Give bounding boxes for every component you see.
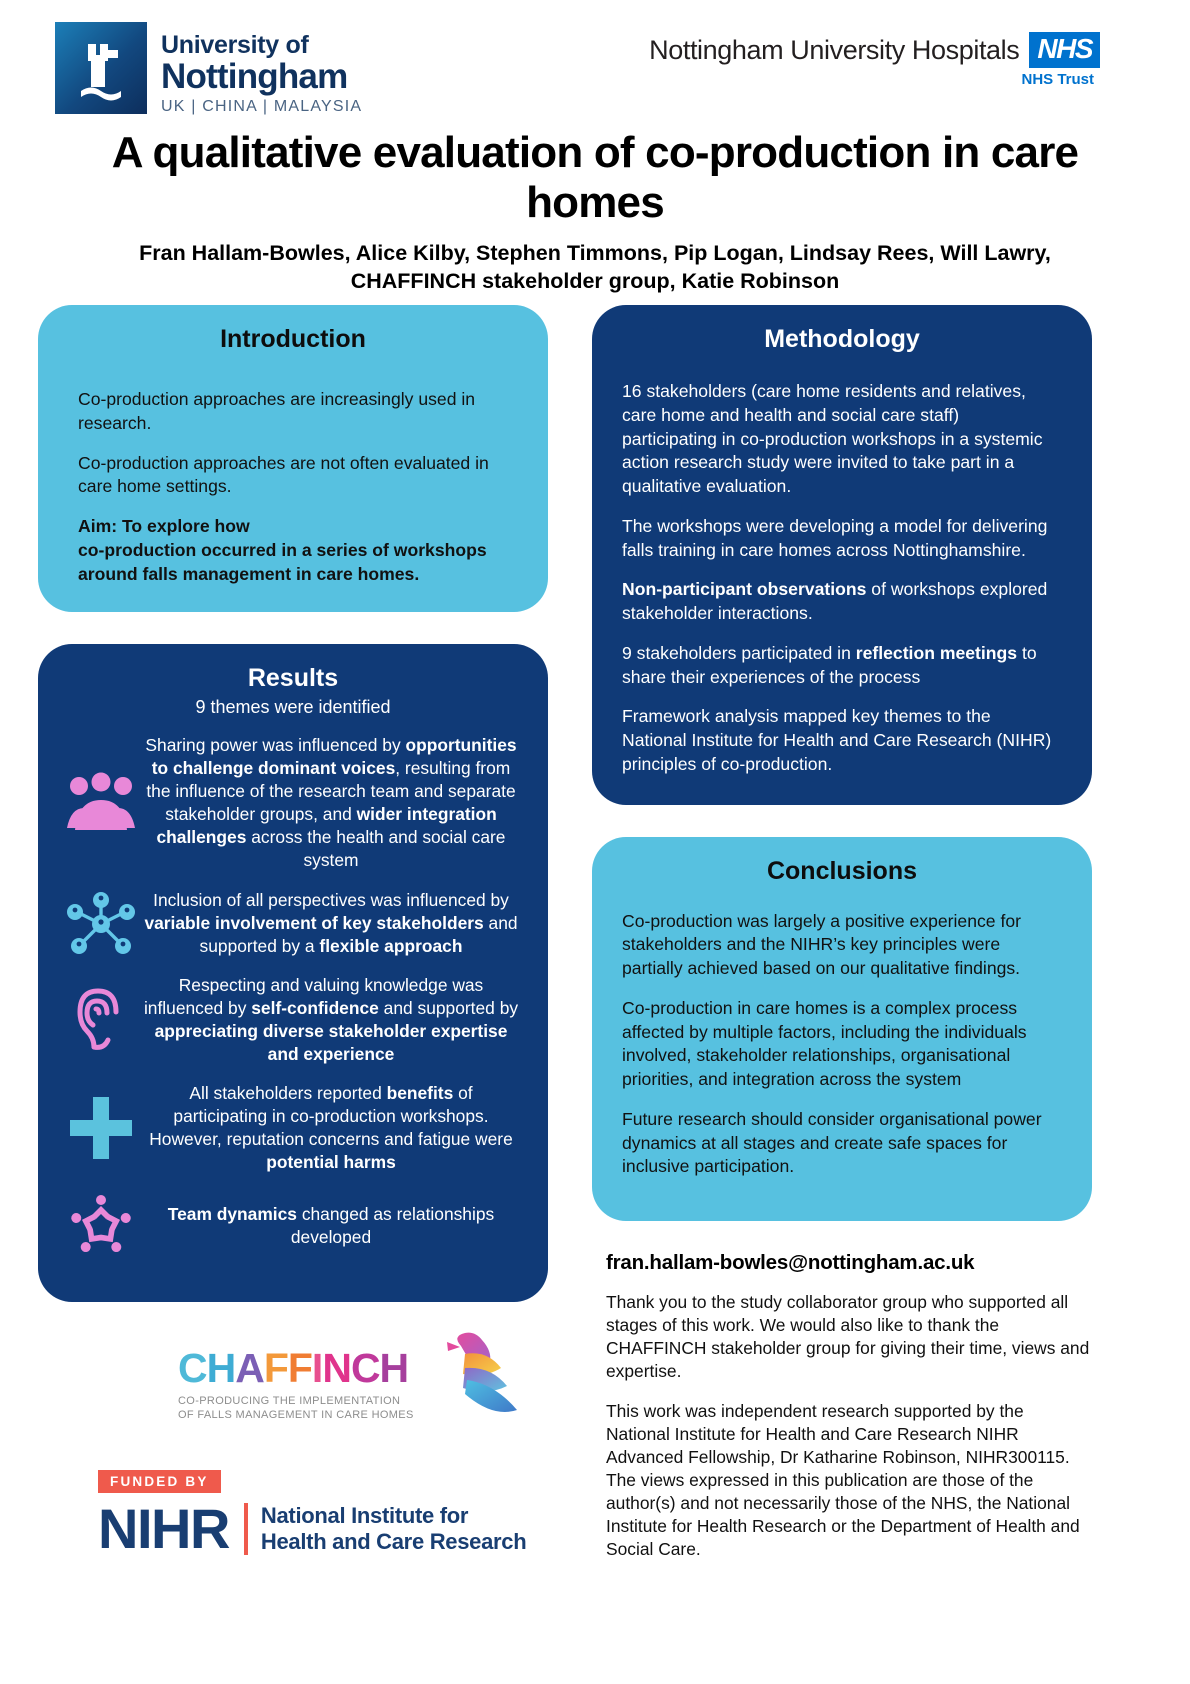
result-theme-text: Inclusion of all perspectives was influe… bbox=[144, 889, 518, 956]
results-heading: Results bbox=[247, 664, 339, 693]
nhs-mark-icon: NHS bbox=[1029, 32, 1100, 68]
introduction-aim-label: Aim: To explore how bbox=[78, 516, 250, 536]
chaffinch-letter: F bbox=[287, 1345, 313, 1391]
result-theme: Sharing power was influenced by opportun… bbox=[60, 734, 526, 872]
university-line-2: Nottingham bbox=[161, 56, 348, 96]
group-of-people-icon bbox=[60, 772, 142, 834]
nhs-trust-sublabel: NHS Trust bbox=[1021, 71, 1094, 88]
nihr-logo-row: NIHR National Institute for Health and C… bbox=[98, 1497, 527, 1560]
poster-authors: Fran Hallam-Bowles, Alice Kilby, Stephen… bbox=[139, 241, 1051, 293]
chaffinch-logo: CHAFFINCH CO-PRODUCING THE IMPLEMENTATIO… bbox=[178, 1332, 517, 1422]
nhs-trust-name: Nottingham University Hospitals bbox=[649, 34, 1020, 65]
ear-listening-icon bbox=[60, 984, 142, 1056]
poster-header: University of Nottingham UK | CHINA | MA… bbox=[0, 0, 1190, 122]
methodology-paragraph-3: Non-participant observations of workshop… bbox=[622, 578, 1058, 626]
methodology-paragraph-2: The workshops were developing a model fo… bbox=[622, 515, 1048, 560]
nottingham-castle-crest-icon bbox=[55, 22, 147, 114]
methodology-paragraph-4: 9 stakeholders participated in reflectio… bbox=[622, 642, 1058, 690]
introduction-aim: Aim: To explore how co-production occurre… bbox=[78, 515, 508, 586]
right-column: Methodology 16 stakeholders (care home r… bbox=[592, 305, 1092, 1562]
methodology-paragraph-5: Framework analysis mapped key themes to … bbox=[622, 706, 1052, 774]
nihr-wordmark: NIHR bbox=[98, 1497, 230, 1560]
introduction-paragraph-2: Co-production approaches are not often e… bbox=[78, 452, 489, 497]
conclusions-paragraph-1: Co-production was largely a positive exp… bbox=[622, 910, 1021, 979]
result-theme-text: Sharing power was influenced by opportun… bbox=[145, 735, 517, 871]
nihr-name-line-1: National Institute for bbox=[260, 1502, 469, 1528]
chaffinch-letter: A bbox=[235, 1345, 265, 1391]
result-theme: All stakeholders reported benefits of pa… bbox=[60, 1082, 526, 1174]
methodology-heading: Methodology bbox=[764, 325, 920, 353]
contact-email[interactable]: fran.hallam-bowles@nottingham.ac.uk bbox=[606, 1251, 975, 1274]
funded-by-badge: FUNDED BY bbox=[98, 1470, 221, 1493]
results-subheading: 9 themes were identified bbox=[195, 697, 391, 718]
result-theme: Respecting and valuing knowledge was inf… bbox=[60, 974, 526, 1066]
thanks-paragraph: Thank you to the study collaborator grou… bbox=[606, 1292, 1090, 1382]
methodology-p3-rest: of workshops explored stakeholder intera… bbox=[622, 579, 1048, 623]
university-of-nottingham-logo: University of Nottingham UK | CHINA | MA… bbox=[55, 22, 362, 116]
chaffinch-tagline: CO-PRODUCING THE IMPLEMENTATION OF FALLS… bbox=[178, 1394, 488, 1422]
result-theme: Team dynamics changed as relationships d… bbox=[60, 1190, 526, 1262]
team-dynamics-icon bbox=[60, 1190, 142, 1262]
result-theme-text: Team dynamics changed as relationships d… bbox=[167, 1203, 495, 1247]
chaffinch-letter: C bbox=[178, 1345, 208, 1391]
nhs-logo-row: Nottingham University Hospitals NHS bbox=[649, 32, 1100, 68]
poster-title: A qualitative evaluation of co-productio… bbox=[111, 128, 1079, 228]
conclusions-paragraph-2: Co-production in care homes is a complex… bbox=[622, 997, 1027, 1089]
plus-cross-icon bbox=[60, 1094, 142, 1162]
result-theme-text: All stakeholders reported benefits of pa… bbox=[149, 1082, 513, 1172]
nihr-full-name: National Institute for Health and Care R… bbox=[260, 1502, 527, 1554]
nihr-logo: FUNDED BY NIHR National Institute for He… bbox=[98, 1470, 527, 1560]
result-theme-text: Respecting and valuing knowledge was inf… bbox=[143, 975, 519, 1064]
introduction-panel: Introduction Co-production approaches ar… bbox=[38, 305, 548, 613]
methodology-p4-bold: reflection meetings bbox=[855, 642, 1018, 663]
methodology-p4-pre: 9 stakeholders participated in bbox=[622, 642, 856, 663]
chaffinch-letter: I bbox=[311, 1345, 323, 1391]
introduction-paragraph-1: Co-production approaches are increasingl… bbox=[78, 389, 476, 433]
left-column: Introduction Co-production approaches ar… bbox=[38, 305, 548, 1302]
methodology-p3-bold: Non-participant observations bbox=[622, 579, 867, 600]
methodology-body: 16 stakeholders (care home residents and… bbox=[592, 354, 1092, 777]
chaffinch-tagline-line-1: CO-PRODUCING THE IMPLEMENTATION bbox=[178, 1395, 401, 1407]
result-theme: Inclusion of all perspectives was influe… bbox=[60, 888, 526, 958]
introduction-body: Co-production approaches are increasingl… bbox=[38, 354, 548, 586]
introduction-heading: Introduction bbox=[220, 325, 366, 353]
contact-section: fran.hallam-bowles@nottingham.ac.uk Than… bbox=[592, 1251, 1092, 1562]
chaffinch-letter: N bbox=[322, 1345, 352, 1391]
methodology-p4-rest: to share their experiences of the proces… bbox=[622, 642, 1037, 687]
results-panel: Results 9 themes were identified Sharing… bbox=[38, 644, 548, 1302]
methodology-panel: Methodology 16 stakeholders (care home r… bbox=[592, 305, 1092, 805]
chaffinch-wordmark: CHAFFINCH bbox=[178, 1348, 488, 1389]
conclusions-paragraph-3: Future research should consider organisa… bbox=[622, 1108, 1042, 1177]
chaffinch-letter: F bbox=[263, 1345, 289, 1391]
university-line-1: University of bbox=[161, 31, 309, 59]
results-theme-list: Sharing power was influenced by opportun… bbox=[38, 718, 548, 1262]
chaffinch-letter: H bbox=[379, 1345, 410, 1391]
nihr-name-line-2: Health and Care Research bbox=[260, 1528, 527, 1554]
nihr-divider bbox=[243, 1502, 248, 1555]
conclusions-panel: Conclusions Co-production was largely a … bbox=[592, 836, 1092, 1221]
chaffinch-letter: H bbox=[206, 1345, 237, 1391]
methodology-paragraph-1: 16 stakeholders (care home residents and… bbox=[622, 381, 1043, 496]
introduction-aim-text: co-production occurred in a series of wo… bbox=[78, 539, 487, 584]
conclusions-heading: Conclusions bbox=[766, 856, 917, 885]
nhs-trust-logo: Nottingham University Hospitals NHS NHS … bbox=[649, 32, 1100, 88]
university-wordmark: University of Nottingham UK | CHINA | MA… bbox=[161, 22, 362, 116]
conclusions-body: Co-production was largely a positive exp… bbox=[592, 886, 1092, 1180]
university-campuses: UK | CHINA | MALAYSIA bbox=[161, 98, 363, 116]
funding-statement: This work was independent research suppo… bbox=[606, 1400, 1080, 1560]
chaffinch-letter: C bbox=[350, 1345, 381, 1391]
chaffinch-tagline-line-2: OF FALLS MANAGEMENT IN CARE HOMES bbox=[178, 1409, 414, 1422]
stakeholder-network-icon bbox=[60, 888, 142, 958]
chaffinch-bird-icon bbox=[425, 1324, 540, 1439]
acknowledgements: Thank you to the study collaborator grou… bbox=[606, 1291, 1092, 1562]
